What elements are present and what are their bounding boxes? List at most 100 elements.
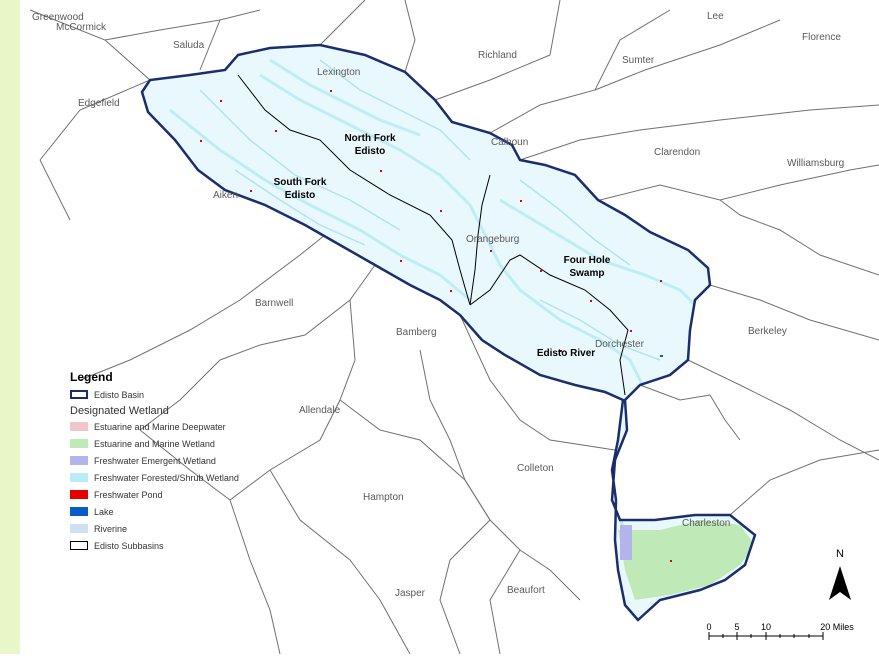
map-canvas: Greenwood McCormick Saluda Lexington Ric… — [29, 0, 879, 655]
county-line — [229, 499, 281, 655]
estuarine-wetland-area — [618, 520, 755, 600]
county-line — [594, 19, 781, 91]
subbasin-label-south-fork-line2: Edisto — [285, 190, 316, 201]
county-line — [339, 399, 466, 481]
county-line — [434, 0, 561, 101]
county-label-hampton: Hampton — [363, 492, 404, 503]
county-line — [79, 214, 351, 381]
scale-tick-20: 20 Miles — [820, 622, 854, 632]
county-label-richland: Richland — [478, 50, 517, 61]
legend-swatch-subbasins — [70, 541, 88, 550]
legend-label: Freshwater Pond — [94, 489, 163, 500]
county-label-colleton: Colleton — [517, 463, 554, 474]
county-line — [639, 384, 711, 401]
legend-label-subbasins: Edisto Subbasins — [94, 540, 164, 551]
scale-tick-5: 5 — [734, 622, 739, 632]
subbasin-label-south-fork-line1: South Fork — [274, 177, 327, 188]
subbasin-line — [237, 74, 471, 306]
county-label-dorchester: Dorchester — [595, 339, 645, 350]
county-label-clarendon: Clarendon — [654, 147, 700, 158]
legend: Legend Edisto Basin Designated Wetland E… — [70, 370, 300, 554]
legend-item: Estuarine and Marine Deepwater — [70, 418, 300, 435]
subbasin-label-edisto-river: Edisto River — [537, 348, 595, 359]
subbasin-line — [469, 254, 629, 396]
county-line — [139, 359, 221, 431]
legend-item-basin: Edisto Basin — [70, 386, 300, 403]
county-line — [599, 164, 879, 201]
county-label-edgefield: Edgefield — [78, 98, 120, 109]
county-line — [39, 79, 151, 161]
legend-item: Freshwater Emergent Wetland — [70, 452, 300, 469]
legend-swatch — [70, 524, 88, 533]
legend-label: Lake — [94, 506, 114, 517]
legend-swatch — [70, 490, 88, 499]
county-line — [269, 469, 411, 655]
legend-label: Freshwater Emergent Wetland — [94, 455, 216, 466]
county-line — [709, 284, 879, 341]
legend-swatch — [70, 473, 88, 482]
county-label-lexington: Lexington — [317, 67, 360, 78]
county-label-lee: Lee — [707, 11, 724, 22]
scale-bar: 0 5 10 20 Miles — [706, 622, 854, 640]
county-label-mccormick: McCormick — [56, 22, 107, 33]
scale-tick-10: 10 — [761, 622, 771, 632]
legend-swatch — [70, 456, 88, 465]
legend-item-subbasins: Edisto Subbasins — [70, 537, 300, 554]
county-label-saluda: Saluda — [173, 40, 205, 51]
legend-item: Lake — [70, 503, 300, 520]
county-line — [104, 9, 261, 41]
county-line — [519, 104, 879, 161]
county-line — [199, 19, 221, 71]
county-label-florence: Florence — [802, 32, 841, 43]
legend-label-basin: Edisto Basin — [94, 389, 145, 400]
subbasin-label-four-hole-line2: Swamp — [569, 268, 604, 279]
county-line — [139, 429, 231, 501]
legend-item: Freshwater Pond — [70, 486, 300, 503]
north-arrow: N — [829, 548, 851, 600]
county-label-allendale: Allendale — [299, 405, 341, 416]
county-label-greenwood: Greenwood — [32, 12, 84, 23]
subbasin-line — [469, 174, 491, 306]
county-line — [464, 479, 581, 601]
county-label-williamsburg: Williamsburg — [787, 158, 844, 169]
legend-swatch-basin — [70, 390, 88, 399]
legend-title: Legend — [70, 370, 113, 384]
county-label-sumter: Sumter — [622, 55, 655, 66]
county-label-beaufort: Beaufort — [507, 585, 545, 596]
county-label-barnwell: Barnwell — [255, 298, 293, 309]
subbasin-label-north-fork-line1: North Fork — [344, 133, 396, 144]
county-line — [229, 299, 356, 501]
subbasin-boundaries — [237, 74, 629, 396]
scale-tick-0: 0 — [706, 622, 711, 632]
left-margin-strip — [0, 0, 20, 654]
county-line — [419, 349, 491, 521]
county-label-charleston: Charleston — [682, 518, 730, 529]
map-frame: Greenwood McCormick Saluda Lexington Ric… — [20, 0, 879, 655]
subbasin-labels: North Fork Edisto South Fork Edisto Four… — [274, 133, 611, 359]
county-label-jasper: Jasper — [395, 588, 426, 599]
legend-label: Estuarine and Marine Wetland — [94, 438, 215, 449]
county-line — [719, 199, 879, 276]
county-line — [687, 359, 879, 461]
county-line — [729, 449, 879, 516]
county-label-berkeley: Berkeley — [748, 326, 787, 337]
county-label-calhoun: Calhoun — [491, 137, 528, 148]
county-label-bamberg: Bamberg — [396, 327, 437, 338]
legend-item: Estuarine and Marine Wetland — [70, 435, 300, 452]
legend-swatch — [70, 422, 88, 431]
county-line — [319, 0, 366, 46]
north-arrow-icon — [829, 566, 840, 600]
county-line — [439, 519, 491, 655]
legend-item: Riverine — [70, 520, 300, 537]
county-label-orangeburg: Orangeburg — [466, 234, 519, 245]
county-line — [219, 264, 376, 361]
legend-swatch — [70, 507, 88, 516]
county-line — [459, 314, 616, 451]
county-label-aiken: Aiken — [213, 190, 238, 201]
north-arrow-label: N — [836, 548, 844, 560]
subbasin-label-north-fork-line2: Edisto — [355, 146, 386, 157]
legend-item: Freshwater Forested/Shrub Wetland — [70, 469, 300, 486]
county-line — [404, 0, 416, 73]
county-line — [39, 159, 71, 221]
legend-label: Freshwater Forested/Shrub Wetland — [94, 472, 239, 483]
